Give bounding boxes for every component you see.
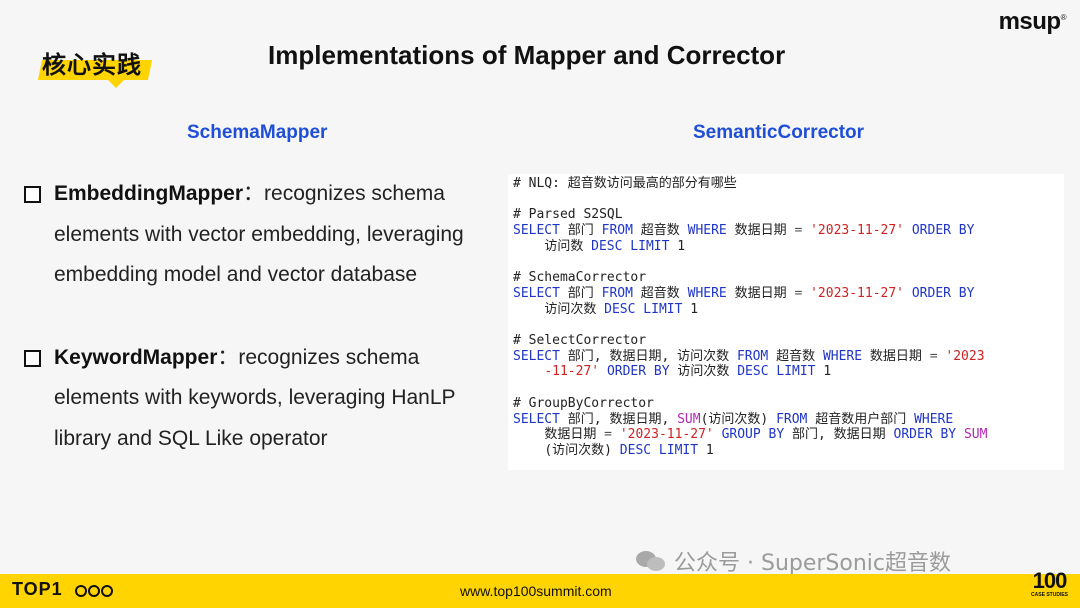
schema-mapper-heading: SchemaMapper — [187, 122, 328, 143]
mapper-name: KeywordMapper — [54, 345, 218, 369]
top100-logo: TOP1 — [12, 579, 63, 599]
code-comment: # Parsed S2SQL — [513, 207, 623, 223]
footer-url[interactable]: www.top100summit.com — [460, 583, 612, 599]
case-studies-badge: 100 CASE STUDIES — [1031, 568, 1068, 599]
semantic-corrector-heading: SemanticCorrector — [693, 122, 865, 143]
code-comment: # SelectCorrector — [513, 333, 647, 349]
mapper-description: ：recognizes schema elements with keyword… — [54, 345, 456, 450]
watermark: 公众号 · SuperSonic超音数 — [636, 545, 951, 577]
msup-logo: msup® — [998, 8, 1067, 35]
checkbox-bullet-icon — [24, 186, 41, 203]
mapper-name: EmbeddingMapper — [54, 182, 244, 205]
mapper-description: ：recognizes schema elements with vector … — [54, 182, 464, 286]
list-item-embedding-mapper: EmbeddingMapper：recognizes schema elemen… — [24, 174, 504, 296]
list-item-keyword-mapper: KeywordMapper：recognizes schema elements… — [24, 338, 504, 460]
code-comment: # NLQ: 超音数访问最高的部分有哪些 — [513, 176, 737, 191]
sql-code-block: # NLQ: 超音数访问最高的部分有哪些 # Parsed S2SQL SELE… — [508, 174, 1064, 470]
section-tag-label: 核心实践 — [42, 50, 142, 79]
watermark-text: 公众号 · SuperSonic超音数 — [674, 551, 952, 576]
code-comment: # GroupByCorrector — [513, 395, 654, 411]
eyes-icon — [75, 582, 114, 601]
code-comment: # SchemaCorrector — [513, 270, 647, 286]
footer-bar: TOP1 www.top100summit.com 100 CASE STUDI… — [0, 570, 1080, 608]
wechat-icon — [636, 549, 666, 573]
page-title: Implementations of Mapper and Corrector — [268, 40, 786, 70]
section-tag: 核心实践 — [36, 44, 153, 88]
mapper-list: EmbeddingMapper：recognizes schema elemen… — [24, 174, 504, 501]
checkbox-bullet-icon — [24, 349, 41, 367]
